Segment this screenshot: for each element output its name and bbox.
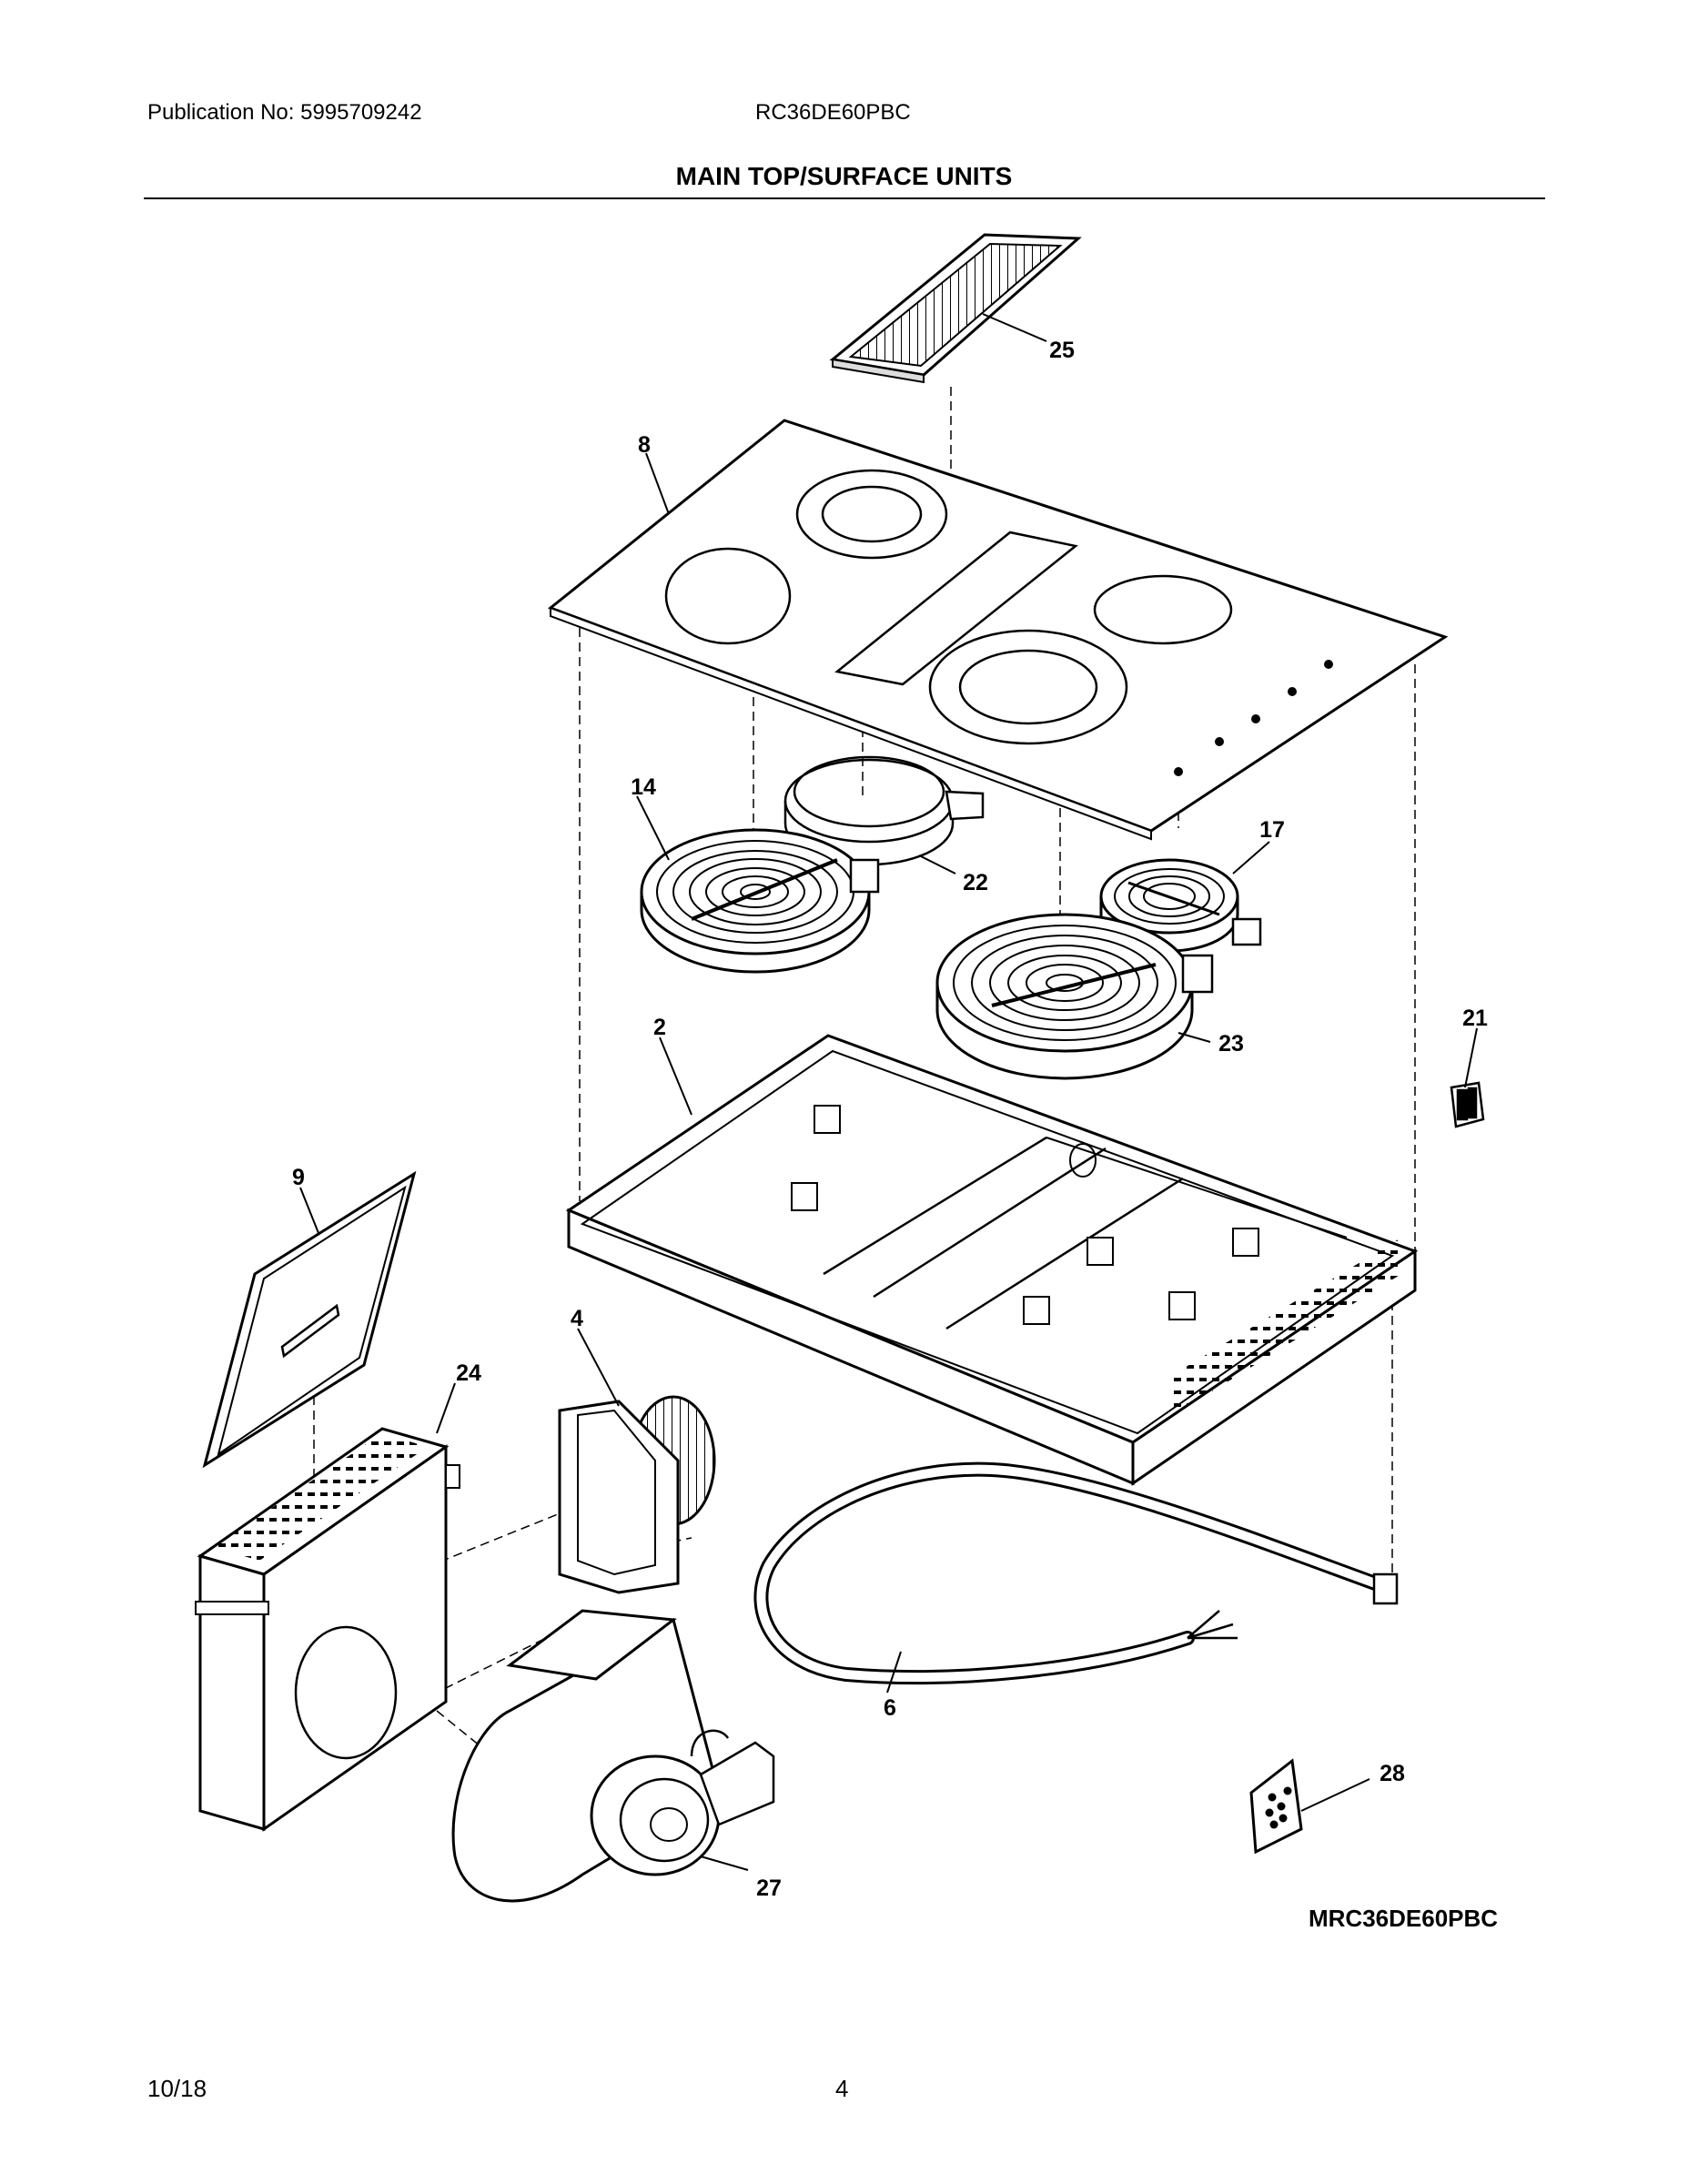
duct-housing-part <box>195 1427 460 1832</box>
small-element-part <box>1099 858 1262 953</box>
large-element-part <box>935 913 1214 1080</box>
callout-17: 17 <box>1259 817 1285 843</box>
callout-28: 28 <box>1380 1761 1405 1786</box>
page-title: MAIN TOP/SURFACE UNITS <box>675 162 1013 190</box>
publication-number: Publication No: 5995709242 <box>147 100 422 125</box>
blower-part <box>451 1609 775 1903</box>
callout-14: 14 <box>631 774 656 800</box>
model-number: RC36DE60PBC <box>755 100 911 125</box>
chassis-box-part <box>565 1034 1419 1486</box>
footer-date: 10/18 <box>147 2075 207 2102</box>
title-rule <box>144 197 1545 199</box>
radiant-element-part <box>640 828 880 974</box>
callout-4: 4 <box>571 1306 583 1331</box>
vent-grille-part <box>829 233 1082 384</box>
callout-9: 9 <box>292 1165 305 1190</box>
callout-27: 27 <box>756 1876 782 1901</box>
power-cord-part <box>753 1461 1399 1685</box>
leader-lines <box>299 313 1478 1871</box>
callout-24: 24 <box>456 1360 481 1386</box>
callouts: 25 8 14 22 17 23 21 2 9 4 24 6 28 27 <box>292 338 1488 1901</box>
callout-21: 21 <box>1462 1006 1488 1031</box>
glass-cooktop-part <box>547 419 1449 841</box>
callout-2: 2 <box>653 1015 666 1040</box>
hardware-bag-part <box>1249 1758 1303 1855</box>
callout-8: 8 <box>638 432 651 458</box>
callout-25: 25 <box>1049 338 1075 363</box>
clip-part <box>1450 1081 1485 1128</box>
transition-duct-part <box>558 1395 716 1594</box>
callout-23: 23 <box>1218 1031 1244 1057</box>
illustration-code: MRC36DE60PBC <box>1309 1905 1499 1932</box>
cover-panel-part <box>202 1170 417 1469</box>
page-number: 4 <box>835 2075 849 2102</box>
callout-22: 22 <box>963 870 988 895</box>
callout-6: 6 <box>884 1695 896 1721</box>
